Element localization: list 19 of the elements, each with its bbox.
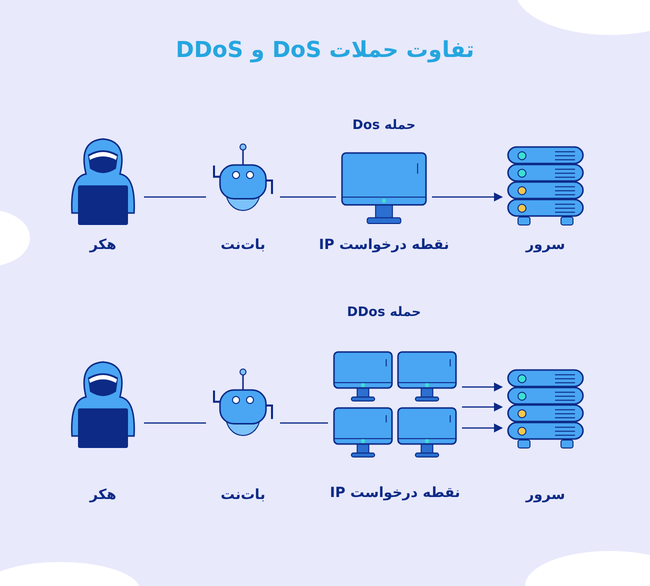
connector-line bbox=[144, 422, 206, 424]
node-label: سرور bbox=[526, 237, 566, 253]
arrow bbox=[432, 192, 503, 202]
node-label: هکر bbox=[90, 237, 116, 253]
connector-line bbox=[144, 196, 206, 198]
node-label: هکر bbox=[90, 487, 116, 503]
node-label: نقطه درخواست IP bbox=[318, 237, 450, 253]
arrow bbox=[462, 423, 503, 433]
section-heading: حمله Dos bbox=[352, 118, 416, 133]
title: تفاوت حملات DoS و DDoS bbox=[174, 38, 476, 63]
node-label: نقطه درخواست IP bbox=[330, 485, 460, 501]
node-label: بات‌نت bbox=[220, 237, 266, 253]
connector-line bbox=[280, 196, 336, 198]
arrow bbox=[462, 402, 503, 412]
node-label: بات‌نت bbox=[220, 487, 266, 503]
arrow bbox=[462, 382, 503, 392]
section-heading: حمله DDos bbox=[346, 305, 422, 320]
node-label: سرور bbox=[526, 487, 566, 503]
connector-line bbox=[280, 422, 328, 424]
